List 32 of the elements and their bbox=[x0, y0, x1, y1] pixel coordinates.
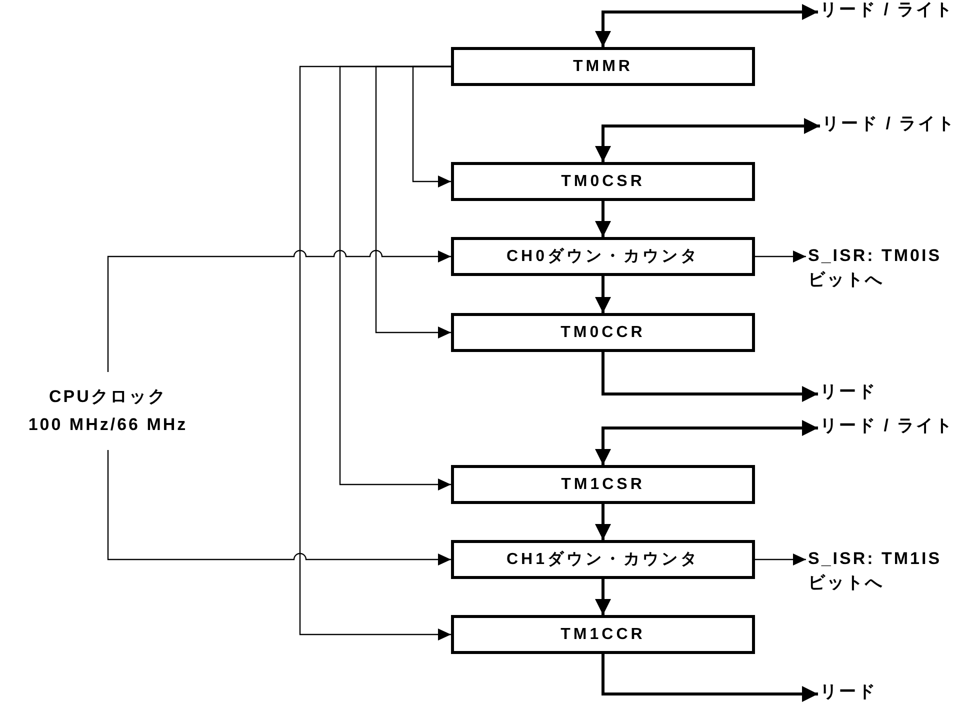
signal-label: S_ISR: TM1ISビットへ bbox=[808, 547, 943, 623]
register-box: TM0CCR bbox=[451, 313, 755, 352]
signal-label: リード bbox=[820, 680, 970, 720]
arrow bbox=[412, 66, 451, 188]
arrow bbox=[107, 450, 451, 566]
register-box: TM1CCR bbox=[451, 615, 755, 654]
signal-label: S_ISR: TM0ISビットへ bbox=[808, 244, 943, 320]
register-box: TM0CSR bbox=[451, 162, 755, 201]
register-box: TMMR bbox=[451, 47, 755, 86]
arrow bbox=[595, 504, 611, 540]
signal-label: リード / ライト bbox=[822, 112, 972, 166]
arrow bbox=[755, 250, 806, 262]
arrow bbox=[602, 654, 818, 702]
arrow bbox=[339, 66, 451, 490]
arrow bbox=[595, 420, 818, 465]
register-box: CH1ダウン・カウンタ bbox=[451, 540, 755, 579]
signal-label: リード / ライト bbox=[820, 414, 970, 468]
register-box: TM1CSR bbox=[451, 465, 755, 504]
signal-label: リード bbox=[820, 380, 970, 406]
arrow bbox=[602, 352, 818, 402]
arrow bbox=[595, 4, 818, 47]
arrow bbox=[595, 201, 611, 237]
clock-label: CPUクロック 100 MHz/66 MHz bbox=[0, 372, 216, 450]
arrow bbox=[595, 276, 611, 313]
register-box: CH0ダウン・カウンタ bbox=[451, 237, 755, 276]
arrow bbox=[299, 66, 451, 640]
arrow bbox=[755, 554, 806, 566]
arrow bbox=[595, 579, 611, 615]
arrow bbox=[107, 250, 451, 372]
signal-label: リード / ライト bbox=[820, 0, 970, 52]
arrow bbox=[375, 66, 451, 338]
arrow bbox=[595, 118, 820, 162]
